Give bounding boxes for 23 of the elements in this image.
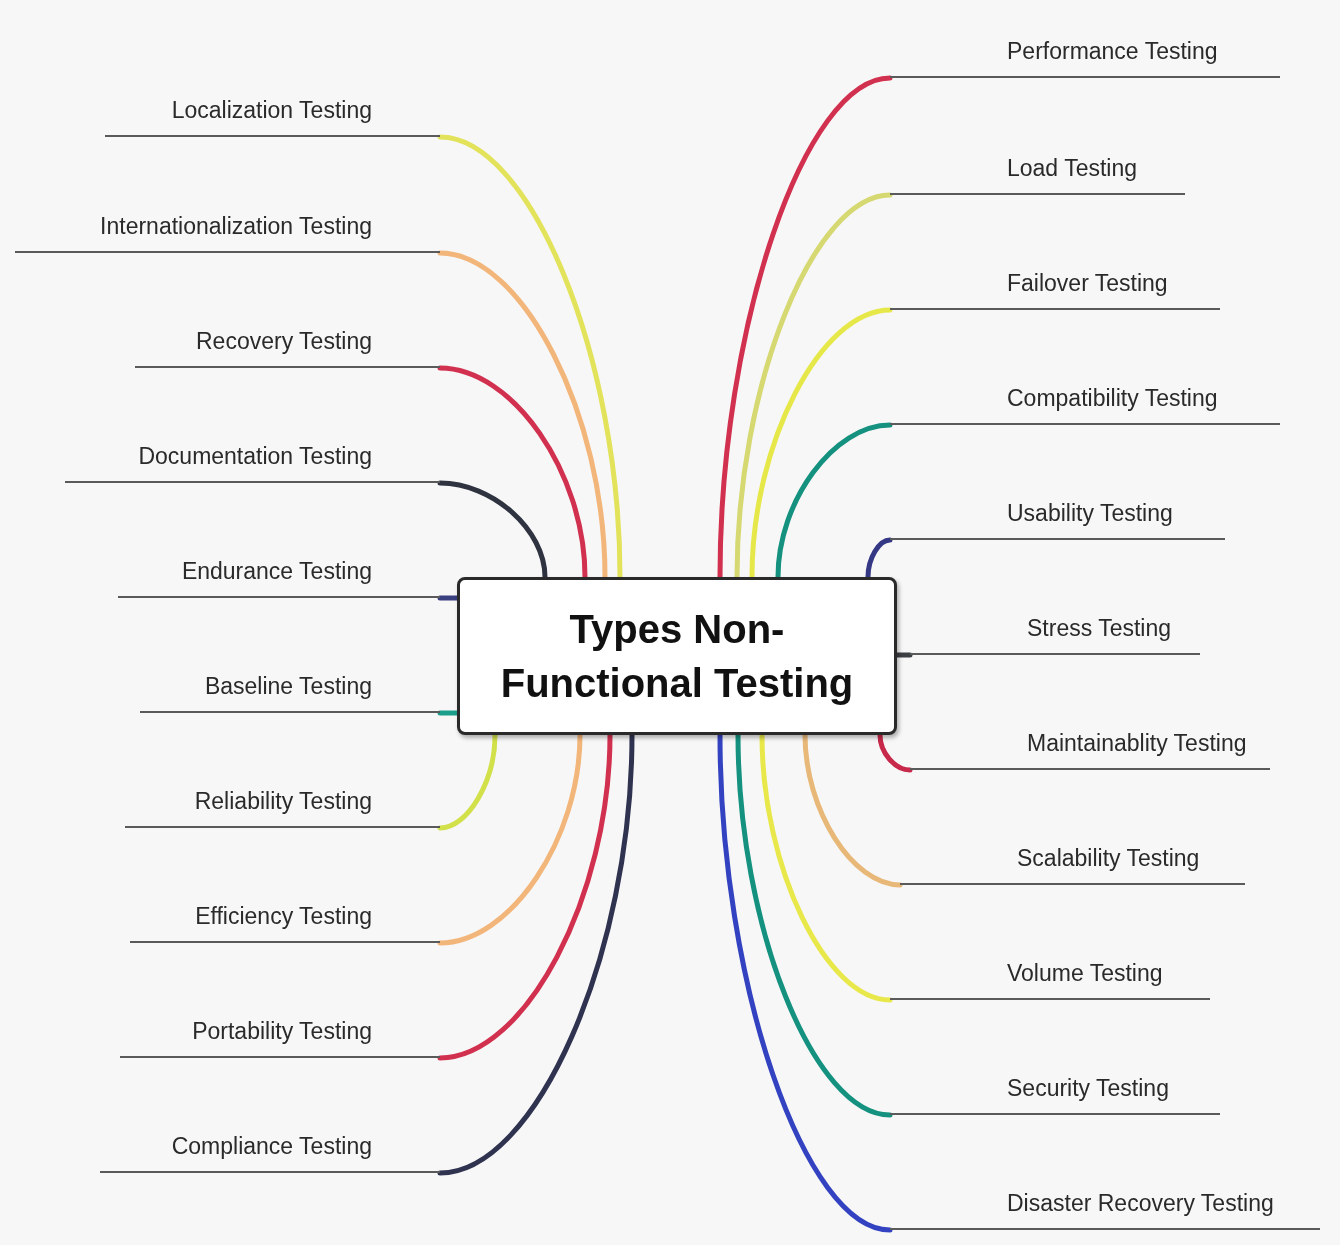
branch-label: Failover Testing bbox=[1007, 269, 1168, 297]
branch-label: Baseline Testing bbox=[204, 672, 372, 700]
branch-label: Load Testing bbox=[1007, 154, 1137, 182]
branch-label: Maintainablity Testing bbox=[1027, 729, 1247, 757]
branch-label: Portability Testing bbox=[192, 1017, 372, 1045]
branch-label: Efficiency Testing bbox=[195, 902, 372, 930]
branch-label: Security Testing bbox=[1007, 1074, 1169, 1102]
branch-label: Compatibility Testing bbox=[1007, 384, 1218, 412]
branch-label: Disaster Recovery Testing bbox=[1007, 1189, 1274, 1217]
branch-label: Recovery Testing bbox=[196, 327, 372, 355]
branch-label: Internationalization Testing bbox=[100, 212, 372, 240]
branch-label: Scalability Testing bbox=[1017, 844, 1200, 872]
branch-label: Localization Testing bbox=[171, 96, 372, 124]
central-topic-title: Types Non-Functional Testing bbox=[499, 606, 855, 707]
central-topic-box bbox=[457, 577, 897, 735]
branch-label: Volume Testing bbox=[1007, 959, 1163, 987]
branch-label: Stress Testing bbox=[1027, 614, 1172, 642]
branch-label: Compliance Testing bbox=[171, 1132, 372, 1160]
branch-label: Usability Testing bbox=[1007, 499, 1173, 527]
branch-label: Reliability Testing bbox=[194, 787, 372, 815]
branch-label: Performance Testing bbox=[1007, 37, 1218, 65]
branch-label: Endurance Testing bbox=[181, 557, 372, 585]
branch-label: Documentation Testing bbox=[138, 442, 372, 470]
